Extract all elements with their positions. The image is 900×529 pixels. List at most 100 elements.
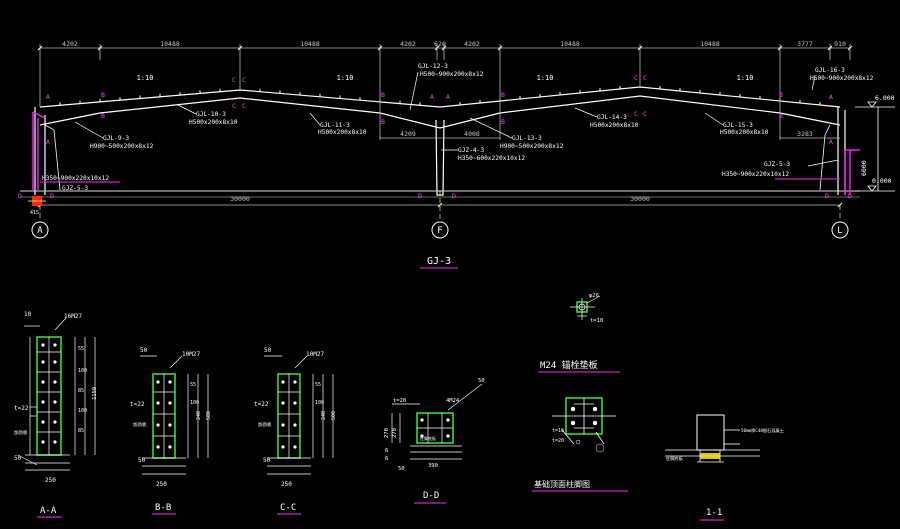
cut-letter: A bbox=[430, 93, 434, 101]
top-dimension-chain bbox=[39, 44, 851, 206]
slope-label: 1:10 bbox=[137, 74, 154, 82]
member-size: H350~900x220x10x12 bbox=[722, 171, 789, 178]
cut-letter: A bbox=[829, 138, 833, 146]
anchor-base-left bbox=[28, 196, 46, 206]
cut-letter: B bbox=[101, 91, 105, 99]
weld-symbol: 50 bbox=[263, 457, 271, 464]
leader-lines bbox=[74, 71, 839, 167]
axis-label: F bbox=[437, 226, 442, 236]
bolt-hole bbox=[446, 434, 450, 438]
member-size: H500x200x8x10 bbox=[590, 122, 639, 129]
weld-symbol: 50 bbox=[478, 378, 485, 384]
bolt-hole bbox=[41, 420, 45, 424]
member-name: GJL-10-3 bbox=[196, 111, 226, 118]
bolt-hole bbox=[293, 445, 297, 449]
bolt-hole bbox=[156, 380, 160, 384]
width-dim: 250 bbox=[45, 477, 56, 484]
width-dim: 250 bbox=[281, 481, 292, 488]
bolt-hole bbox=[53, 440, 57, 444]
elevation-top: 6.000 bbox=[875, 94, 895, 102]
axis-bubble-a bbox=[31, 221, 49, 239]
bolt-group-b-b bbox=[156, 380, 172, 449]
width-dim: 390 bbox=[428, 463, 438, 469]
cut-letter: C bbox=[634, 110, 638, 118]
bolt-hole bbox=[281, 380, 285, 384]
member-name: GJZ-5-3 bbox=[62, 185, 88, 192]
column-f bbox=[435, 119, 445, 196]
detail-c-c: 50 10M27 t=22 加劲板 50 250 55 100 240 500 … bbox=[254, 347, 337, 515]
bolt-group-d-d bbox=[420, 418, 450, 438]
bolt-group-c-c bbox=[281, 380, 297, 449]
axis-label: L bbox=[837, 226, 842, 236]
washer-thickness: t=10 bbox=[590, 318, 603, 324]
bolt-hole bbox=[168, 423, 172, 427]
cut-letter: A bbox=[46, 138, 50, 146]
weld-symbol: 50 bbox=[140, 347, 148, 354]
stiffener-note: 加劲板 bbox=[258, 421, 272, 428]
elevation-markers bbox=[855, 101, 895, 192]
detail-m24-washer: φ26 t=10 M24 锚栓垫板 bbox=[538, 293, 620, 373]
bolt-hole bbox=[168, 445, 172, 449]
weld-symbol: 50 bbox=[14, 455, 22, 462]
member-name: GJL-9-3 bbox=[103, 135, 129, 142]
bolt-pitch: 100 bbox=[78, 368, 87, 374]
hole-diameter: φ26 bbox=[589, 293, 599, 299]
stiffener-note: 加劲板 bbox=[133, 421, 147, 428]
cut-letter: C bbox=[242, 76, 246, 84]
slope-label: 1:10 bbox=[537, 74, 554, 82]
dim-tick bbox=[377, 45, 383, 51]
bolt-group-a-a bbox=[41, 343, 57, 444]
edge-dim: 50 bbox=[398, 466, 405, 472]
bolt-hole bbox=[53, 343, 57, 347]
section-title: D-D bbox=[423, 491, 439, 501]
member-name: GJL-14-3 bbox=[597, 114, 627, 121]
weld-symbol: 10 bbox=[24, 311, 32, 318]
plate-thickness: t=22 bbox=[254, 401, 269, 408]
member-name: GJZ-4-3 bbox=[458, 147, 484, 154]
plate-thk: t=20 bbox=[552, 438, 564, 444]
cut-letter: C bbox=[643, 74, 647, 82]
cut-letter: B bbox=[501, 91, 505, 99]
elevation-base: 0.000 bbox=[872, 177, 892, 185]
member-size: H900~500x200x8x12 bbox=[500, 143, 564, 150]
bolt-spec: 10M27 bbox=[182, 351, 200, 358]
weld-symbol: 50 bbox=[138, 457, 146, 464]
axis-bubbles bbox=[31, 221, 849, 239]
base-plate-note: 柱脚底板 bbox=[420, 435, 436, 441]
side-dim: 6 bbox=[385, 456, 388, 462]
member-size: H500x200x8x10 bbox=[318, 129, 367, 136]
dim-tick bbox=[97, 45, 103, 51]
bolt-hole bbox=[281, 401, 285, 405]
haunch-left bbox=[44, 124, 61, 191]
bolt-pitch: 85 bbox=[78, 388, 84, 394]
m24-title: M24 锚栓垫板 bbox=[540, 359, 598, 371]
cut-letter: B bbox=[779, 112, 783, 120]
detail-section-1-1: 50mm厚C40细石混凝土 柱脚底板 1-1 bbox=[665, 414, 784, 521]
bolt-pitch: 100 bbox=[190, 400, 199, 406]
cut-letter: C bbox=[232, 76, 236, 84]
dim-label: 3777 bbox=[797, 40, 813, 48]
bolt-hole bbox=[168, 380, 172, 384]
dim-label: 10488 bbox=[700, 40, 720, 48]
member-size: H350~900x220x10x12 bbox=[42, 175, 109, 182]
bolt-pitch: 85 bbox=[78, 428, 84, 434]
bolt-hole bbox=[293, 380, 297, 384]
side-dim: 415 bbox=[30, 210, 39, 216]
member-size: H500~900x200x8x12 bbox=[810, 75, 874, 82]
cut-letter: B bbox=[501, 118, 505, 126]
rafter-top-left bbox=[39, 86, 841, 108]
column-accents bbox=[32, 111, 860, 195]
side-dim: 6 bbox=[385, 448, 388, 454]
cut-letter: A bbox=[46, 93, 50, 101]
purlin-ticks bbox=[59, 86, 821, 106]
cut-letter: B bbox=[101, 112, 105, 120]
bolt-spec: 4M24 bbox=[446, 398, 460, 404]
stiffener-thk: t=16 bbox=[552, 428, 564, 434]
total-height: 500 bbox=[331, 411, 337, 420]
section-title: A-A bbox=[40, 506, 57, 516]
slope-label: 1:10 bbox=[337, 74, 354, 82]
member-name: GJL-16-3 bbox=[815, 67, 845, 74]
grout-note: 50mm厚C40细石混凝土 bbox=[741, 427, 784, 434]
dim-tick bbox=[441, 45, 447, 51]
